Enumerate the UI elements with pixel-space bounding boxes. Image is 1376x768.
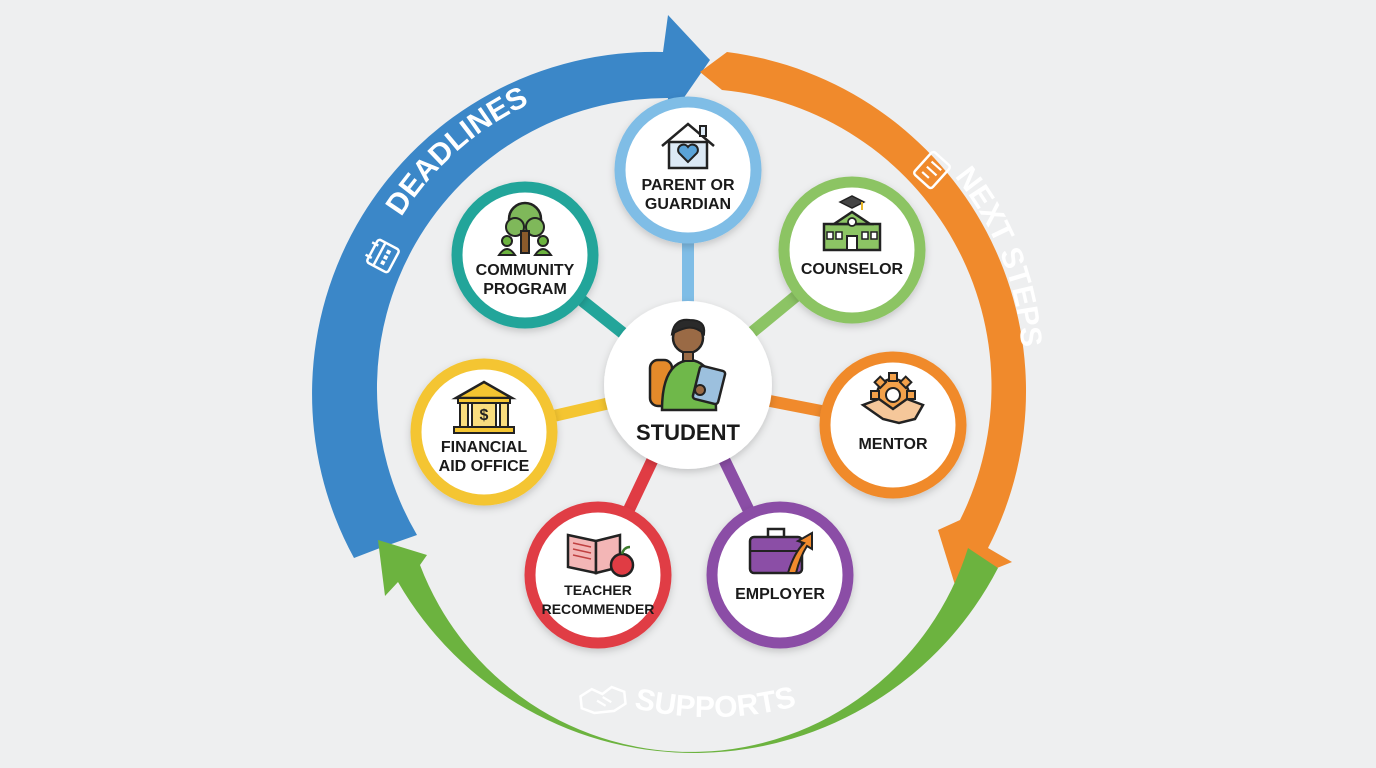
- node-teacher-circle: [524, 501, 672, 649]
- home-heart-icon: [661, 122, 715, 170]
- node-community-circle: [451, 181, 599, 329]
- book-apple-icon: [566, 533, 635, 578]
- node-teacher-label-line: TEACHER: [564, 582, 632, 598]
- node-parent-label-line: PARENT OR: [641, 177, 734, 194]
- node-teacher-label-line: RECOMMENDER: [542, 601, 655, 617]
- node-counselor: COUNSELOR: [778, 176, 926, 324]
- school-building-icon: [822, 195, 882, 252]
- tree-people-icon: [497, 201, 553, 256]
- node-teacher: TEACHER RECOMMENDER: [524, 501, 672, 649]
- bank-icon: $: [451, 380, 517, 434]
- node-financial-label-line: FINANCIAL: [441, 439, 527, 456]
- node-parent-circle: [614, 96, 762, 244]
- node-community-label-line: COMMUNITY: [476, 262, 575, 279]
- student-node: STUDENT: [604, 301, 772, 469]
- student-with-tablet-icon: [648, 318, 727, 412]
- node-financial: $ FINANCIAL AID OFFICE: [410, 358, 558, 506]
- calendar-icon: [364, 238, 400, 274]
- handshake-icon: [579, 685, 627, 715]
- node-community: COMMUNITY PROGRAM: [451, 181, 599, 329]
- node-mentor-circle: [819, 351, 967, 499]
- deadlines-arc: [312, 15, 710, 558]
- cycle-ring: [312, 15, 1027, 753]
- student-label: STUDENT: [636, 420, 740, 445]
- support-nodes: PARENT OR GUARDIAN COUNSELOR MENTOR EMPLOYER…: [410, 96, 967, 649]
- node-employer: EMPLOYER: [706, 501, 854, 649]
- node-financial-label-line: AID OFFICE: [439, 458, 530, 475]
- next-steps-arc: [700, 52, 1027, 585]
- briefcase-arrow-icon: [748, 527, 813, 575]
- node-community-label-line: PROGRAM: [483, 281, 567, 298]
- node-parent: PARENT OR GUARDIAN: [614, 96, 762, 244]
- node-employer-circle: [706, 501, 854, 649]
- checklist-icon: [913, 150, 951, 190]
- svg-text:$: $: [480, 407, 489, 424]
- gear-handshake-icon: [860, 372, 925, 425]
- node-mentor-label-line: MENTOR: [858, 436, 927, 453]
- node-parent-label-line: GUARDIAN: [645, 196, 731, 213]
- node-mentor: MENTOR: [819, 351, 967, 499]
- node-counselor-label-line: COUNSELOR: [801, 261, 904, 278]
- supports-label: SUPPORTS: [632, 681, 799, 725]
- node-employer-label-line: EMPLOYER: [735, 586, 825, 603]
